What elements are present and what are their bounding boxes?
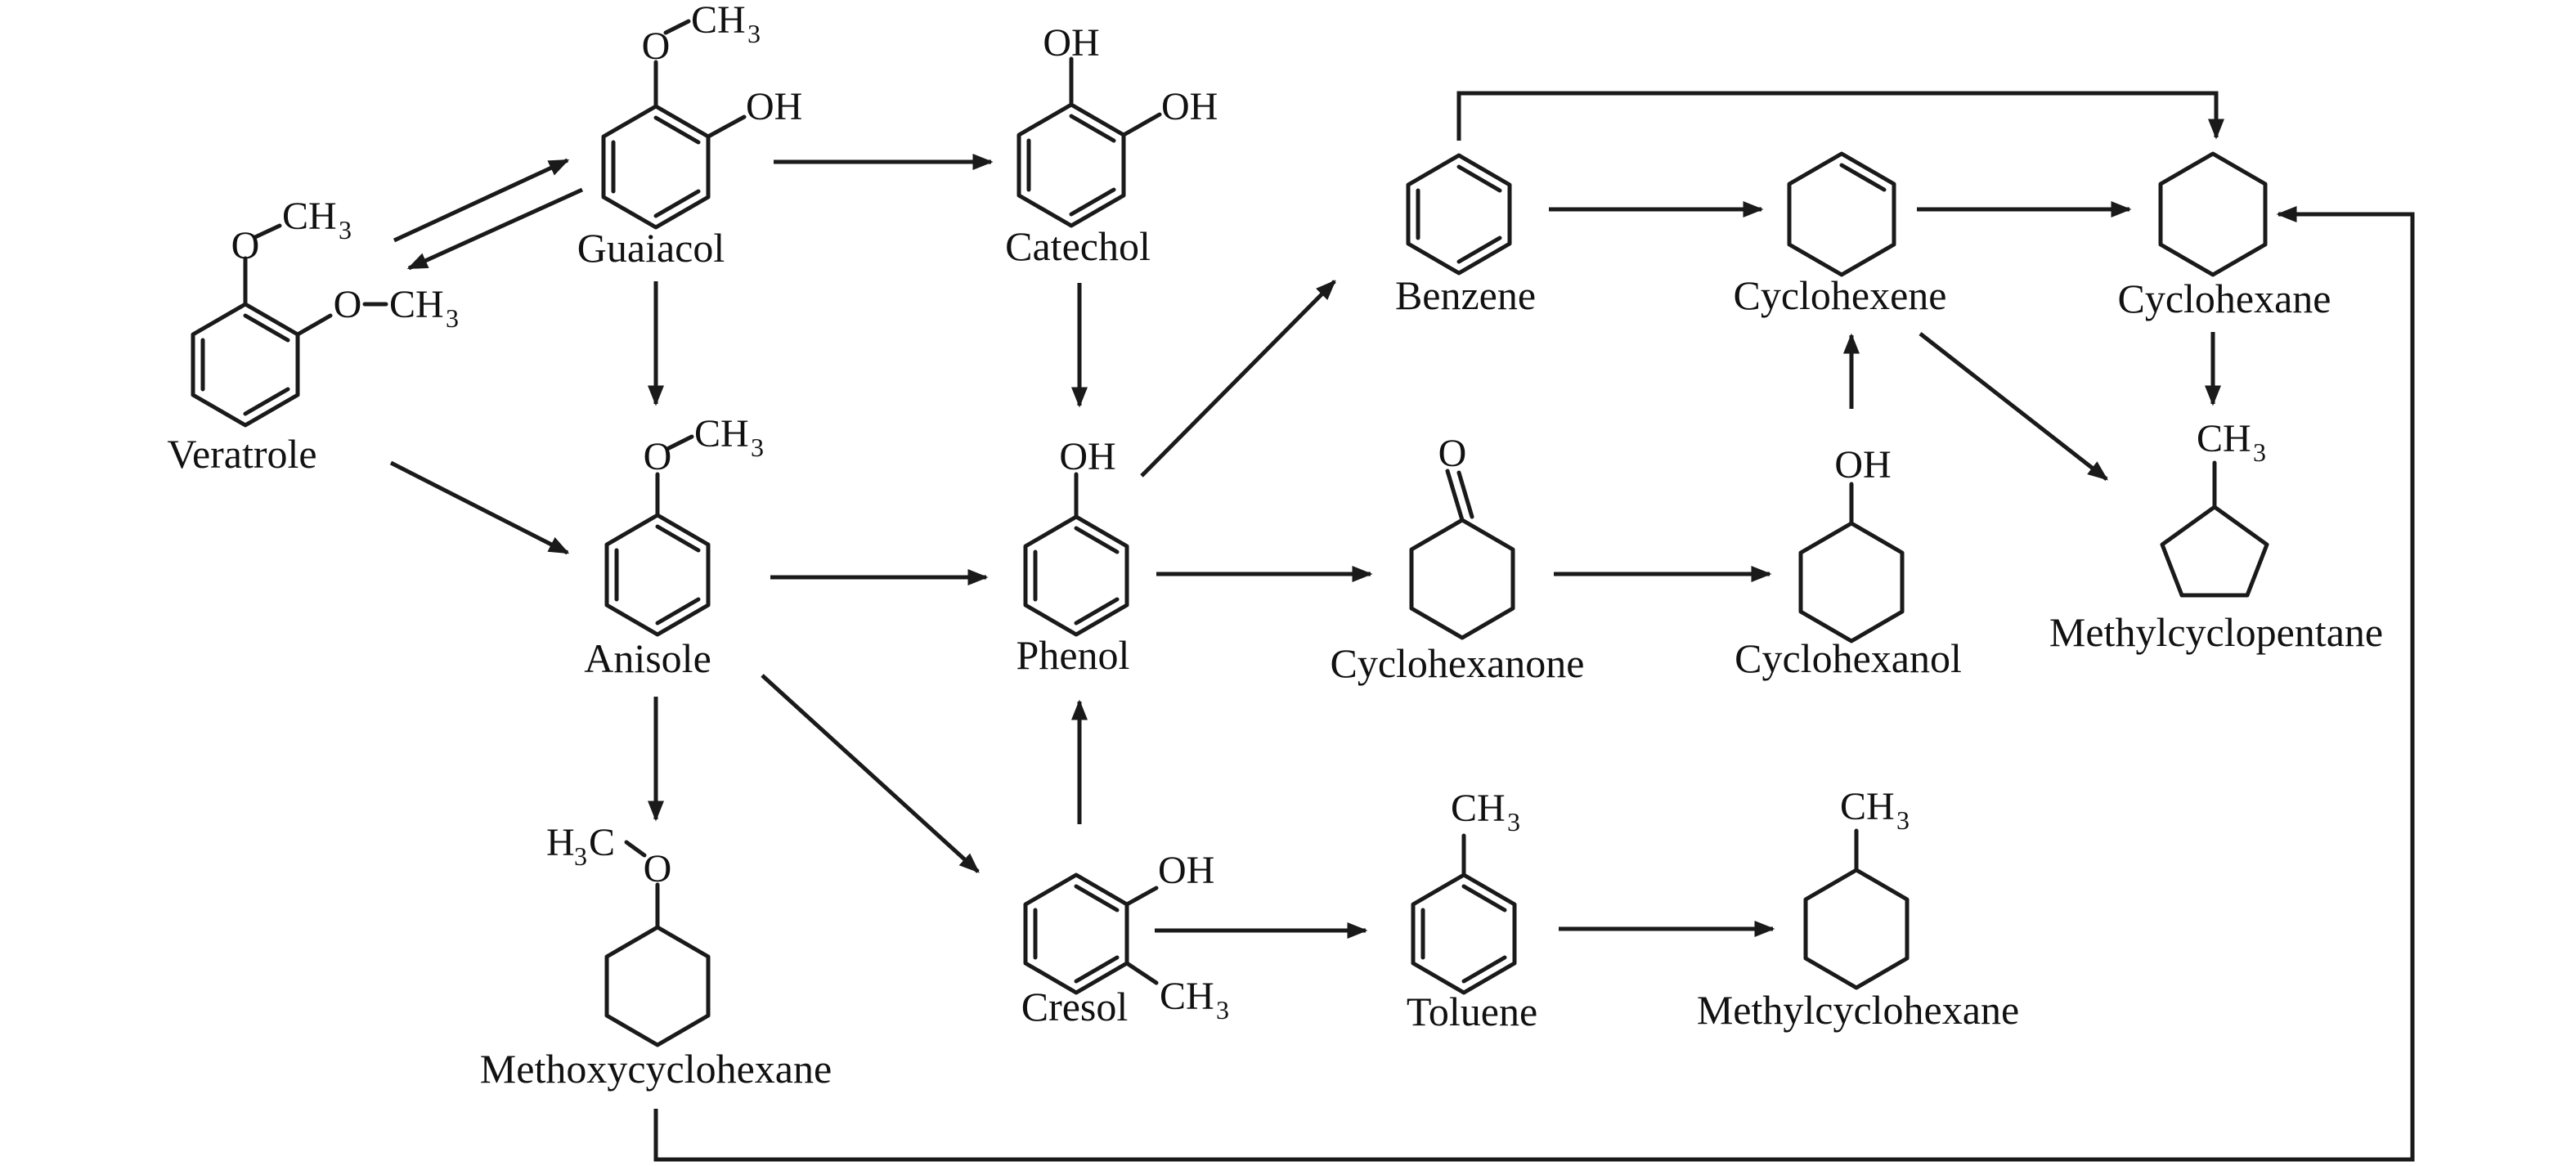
arrow-anisole-to-cresol — [761, 674, 980, 873]
atom-subscript: 3 — [446, 303, 459, 333]
atom-label: CH — [694, 412, 749, 455]
phenol-structure: OH — [1023, 435, 1129, 637]
atom-label: CH — [1840, 785, 1895, 828]
cyclohexene-structure — [1787, 151, 1896, 277]
label-veratrole: Veratrole — [167, 431, 316, 477]
arrow-veratrole-to-guaiacol — [393, 158, 570, 243]
atom-label: OH — [1834, 443, 1891, 487]
arrow-guaiacol-to-veratrole — [406, 187, 584, 271]
label-cresol: Cresol — [1021, 984, 1129, 1029]
atom-subscript: 3 — [747, 19, 761, 48]
atom-label: H — [546, 821, 575, 864]
methoxycyclohexane-structure: H 3 C O — [546, 821, 711, 1047]
toluene-structure: CH 3 — [1411, 787, 1520, 995]
atom-label: O — [642, 25, 671, 68]
atom-label: OH — [1161, 85, 1218, 128]
label-anisole: Anisole — [584, 635, 711, 681]
label-benzene: Benzene — [1395, 272, 1536, 318]
atom-subscript: 3 — [1896, 805, 1910, 835]
atom-label: OH — [746, 85, 802, 128]
catechol-structure: OH OH — [1016, 21, 1218, 228]
atom-label: O — [231, 224, 260, 267]
atom-label: CH — [389, 283, 444, 326]
atom-label: OH — [1043, 21, 1099, 65]
label-toluene: Toluene — [1407, 989, 1537, 1034]
atom-label: C — [589, 821, 615, 864]
atom-label: O — [644, 847, 672, 890]
label-cyclohexanol: Cyclohexanol — [1735, 635, 1962, 681]
label-cyclohexene: Cyclohexene — [1733, 272, 1946, 318]
atom-subscript: 3 — [1507, 807, 1520, 836]
atom-label: O — [334, 283, 362, 326]
methylcyclopentane-structure: CH 3 — [2160, 417, 2269, 598]
atom-label: CH — [1160, 975, 1214, 1018]
atom-label: OH — [1059, 435, 1115, 478]
label-methoxycyclohexane: Methoxycyclohexane — [480, 1046, 832, 1092]
atom-label: CH — [2197, 417, 2251, 460]
label-phenol: Phenol — [1016, 632, 1130, 678]
atom-subscript: 3 — [1216, 995, 1229, 1025]
atom-label: OH — [1158, 849, 1214, 892]
arrow-benzene-to-cyclohexane — [1456, 91, 2224, 141]
atom-subscript: 3 — [339, 215, 352, 244]
label-cyclohexanone: Cyclohexanone — [1330, 640, 1584, 686]
arrow-phenol-to-benzene — [1140, 280, 1336, 478]
cyclohexanol-structure: OH — [1798, 443, 1905, 644]
atom-subscript: 3 — [751, 433, 764, 462]
atom-label: CH — [282, 195, 337, 238]
label-methylcyclohexane: Methylcyclohexane — [1697, 987, 2019, 1033]
atom-label: O — [644, 435, 672, 478]
anisole-structure: O CH 3 — [604, 412, 764, 637]
cyclohexane-structure — [2158, 151, 2268, 277]
label-methylcyclopentane: Methylcyclopentane — [2049, 609, 2383, 655]
atom-subscript: 3 — [574, 841, 587, 871]
label-catechol: Catechol — [1005, 223, 1151, 269]
arrow-methoxycyclohexane-to-cyclohexane — [653, 206, 2415, 1162]
cresol-structure: OH CH 3 — [1023, 849, 1229, 1025]
veratrole-structure: O CH 3 O CH 3 — [191, 195, 459, 428]
atom-subscript: 3 — [2253, 437, 2266, 467]
methylcyclohexane-structure: CH 3 — [1803, 785, 1910, 990]
arrow-veratrole-to-anisole — [389, 460, 570, 555]
cyclohexanone-structure: O — [1409, 432, 1515, 640]
label-cyclohexane: Cyclohexane — [2117, 276, 2331, 321]
benzene-structure — [1406, 153, 1512, 276]
guaiacol-structure: O CH 3 OH — [601, 0, 802, 230]
atom-label: O — [1438, 432, 1467, 475]
label-guaiacol: Guaiacol — [577, 225, 725, 271]
atom-label: CH — [691, 0, 746, 42]
arrow-cyclohexene-to-methylcyclopentane — [1919, 332, 2108, 481]
atom-label: CH — [1451, 787, 1506, 830]
